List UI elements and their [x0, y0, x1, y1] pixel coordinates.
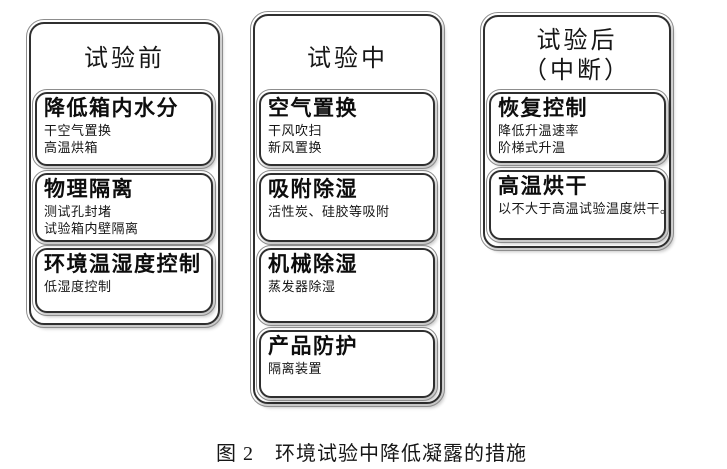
stage-title-line2: （中断） — [523, 58, 631, 84]
measure-line: 降低升温速率 — [498, 123, 580, 138]
measure-box-recovery-control: 恢复控制 降低升温速率 阶梯式升温 — [486, 89, 669, 166]
measure-line: 高温烘箱 — [44, 140, 99, 155]
measure-title: 环境温湿度控制 — [44, 253, 202, 276]
measure-box-temp-humidity-control: 环境温湿度控制 低湿度控制 — [32, 245, 216, 316]
stage-title-line1: 试验后 — [536, 28, 618, 54]
measure-line: 试验箱内壁隔离 — [44, 221, 139, 236]
measure-line: 干空气置换 — [44, 123, 112, 138]
measure-title: 高温烘干 — [498, 175, 588, 198]
stage-box-during-test: 试验中 空气置换 干风吹扫 新风置换 吸附除湿 活性炭、硅胶等吸附 机械除湿 蒸… — [250, 11, 445, 407]
measure-box-physical-isolation: 物理隔离 测试孔封堵 试验箱内壁隔离 — [32, 170, 216, 245]
measure-box-mechanical-dehumidify: 机械除湿 蒸发器除湿 — [256, 245, 438, 326]
measure-box-high-temp-drying: 高温烘干 以不大于高温试验温度烘干。 — [486, 167, 674, 243]
measure-box-product-protection: 产品防护 隔离装置 — [256, 327, 438, 401]
measure-box-reduce-chamber-moisture: 降低箱内水分 干空气置换 高温烘箱 — [32, 89, 216, 169]
stage-title-pre-test: 试验前 — [84, 46, 165, 72]
measure-line: 以不大于高温试验温度烘干。 — [498, 201, 674, 216]
measure-title: 机械除湿 — [268, 253, 358, 276]
figure-caption: 图 2 环境试验中降低凝露的措施 — [216, 443, 527, 465]
stage-box-post-test: 试验后 （中断） 恢复控制 降低升温速率 阶梯式升温 高温烘干 以不大于高温试验… — [480, 12, 674, 251]
measure-title: 恢复控制 — [498, 97, 588, 120]
stage-title-during-test: 试验中 — [307, 46, 388, 72]
measure-title: 降低箱内水分 — [44, 97, 179, 120]
measure-line: 低湿度控制 — [44, 279, 112, 294]
measure-title: 空气置换 — [268, 97, 358, 120]
measure-line: 活性炭、硅胶等吸附 — [268, 204, 390, 219]
stage-box-pre-test: 试验前 降低箱内水分 干空气置换 高温烘箱 物理隔离 测试孔封堵 试验箱内壁隔离… — [26, 19, 223, 328]
measure-title: 吸附除湿 — [268, 178, 358, 201]
stage-title-post-test: 试验后 （中断） — [485, 26, 669, 86]
measure-line: 测试孔封堵 — [44, 204, 112, 219]
measure-title: 物理隔离 — [44, 178, 134, 201]
measure-box-adsorption-dehumidify: 吸附除湿 活性炭、硅胶等吸附 — [256, 170, 438, 245]
measure-box-air-replacement: 空气置换 干风吹扫 新风置换 — [256, 89, 438, 169]
measure-line: 新风置换 — [268, 140, 323, 155]
measure-line: 阶梯式升温 — [498, 140, 566, 155]
measure-line: 隔离装置 — [268, 361, 323, 376]
measure-line: 干风吹扫 — [268, 123, 323, 138]
measure-title: 产品防护 — [268, 335, 358, 358]
measure-line: 蒸发器除湿 — [268, 279, 336, 294]
